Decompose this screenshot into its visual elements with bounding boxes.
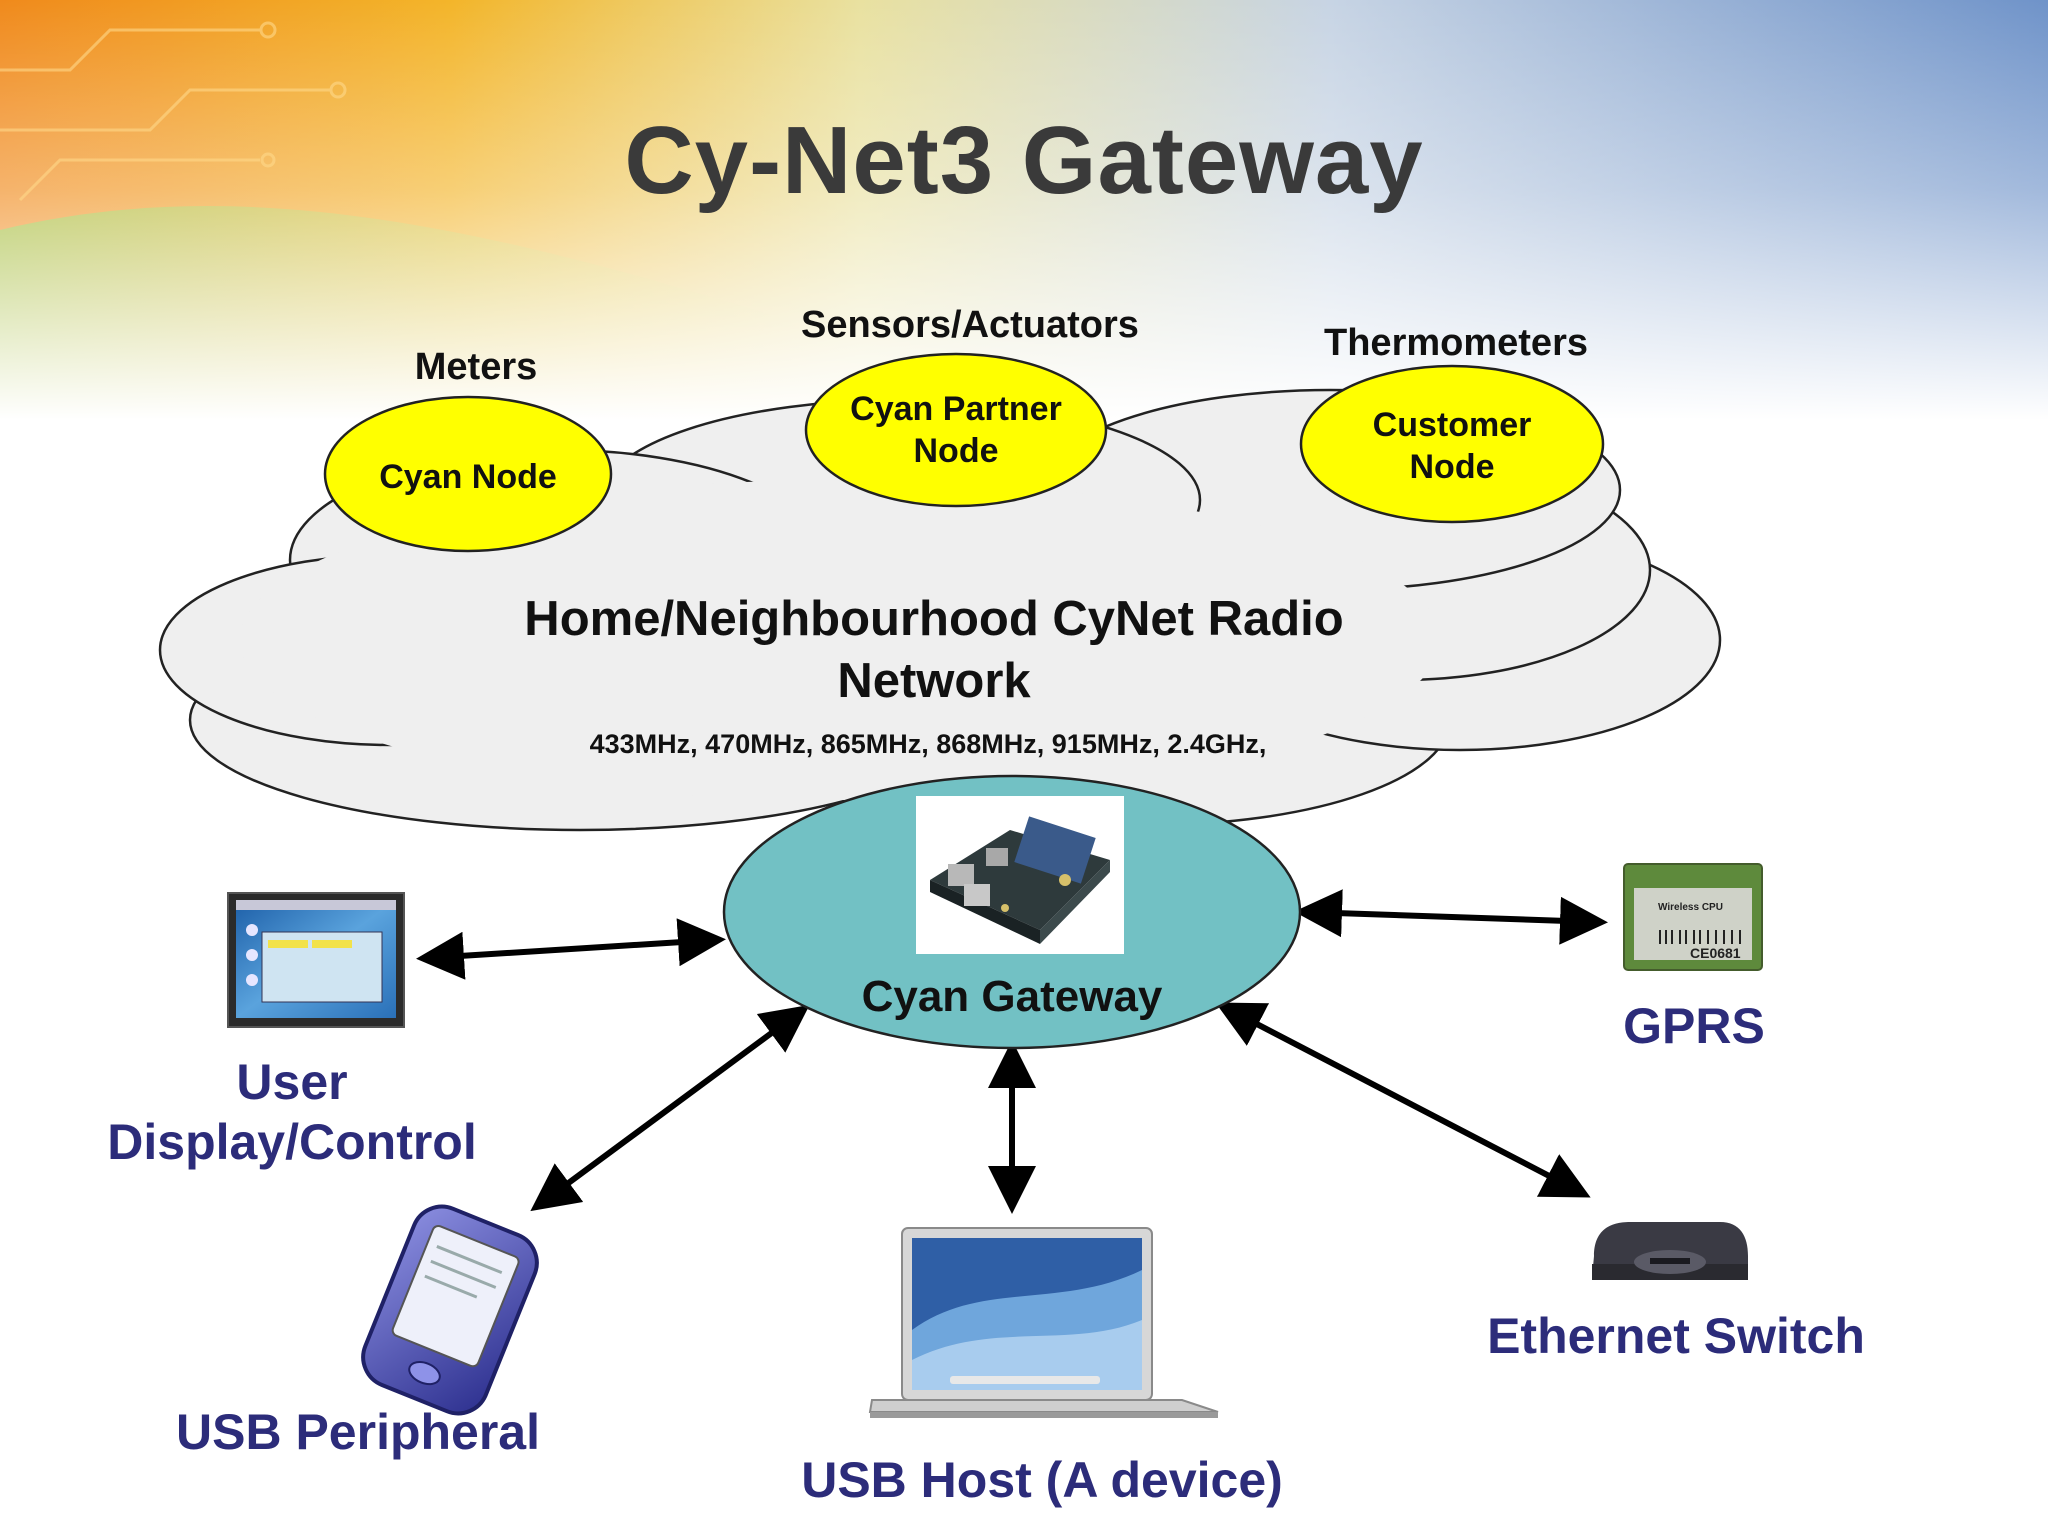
network-label: Home/Neighbourhood CyNet Radio Network (524, 588, 1343, 712)
cyan-partner-node-label: Cyan Partner Node (850, 388, 1062, 472)
cyan-partner-node-line1: Cyan Partner (850, 390, 1062, 428)
usb-host-laptop-image (868, 1227, 1219, 1418)
gprs-ce-mark: CE0681 (1690, 945, 1741, 961)
usb-peripheral-label: USB Peripheral (175, 1404, 541, 1460)
customer-node-label: Customer Node (1373, 404, 1532, 488)
cyan-gateway-label: Cyan Gateway (861, 972, 1163, 1021)
page-title: Cy-Net3 Gateway (624, 107, 1424, 214)
gprs-module-text: Wireless CPU (1658, 902, 1723, 913)
network-label-line1: Home/Neighbourhood CyNet Radio (524, 592, 1344, 646)
customer-node-line1: Customer (1372, 406, 1532, 444)
arrow-user-display (416, 918, 726, 980)
category-sensors-actuators: Sensors/Actuators (801, 304, 1139, 346)
customer-node-line2: Node (1409, 448, 1495, 486)
ethernet-switch-image (1592, 1222, 1748, 1280)
user-display-line2: Display/Control (107, 1114, 477, 1170)
usb-peripheral-phone-image (361, 1204, 539, 1416)
cyan-node-ellipse (323, 395, 613, 553)
cyan-partner-node-ellipse (804, 352, 1108, 508)
cyan-node-label: Cyan Node (379, 458, 557, 496)
arrow-ethernet-switch (1215, 1002, 1591, 1198)
cyan-partner-node-line2: Node (913, 432, 999, 470)
user-display-image (227, 892, 405, 1028)
user-display-line1: User (236, 1054, 348, 1110)
arrow-usb-peripheral (530, 1004, 810, 1212)
gateway-board-image (916, 796, 1124, 954)
customer-node-ellipse (1299, 364, 1605, 524)
category-meters: Meters (414, 346, 538, 388)
user-display-control-label: User Display/Control (107, 1052, 476, 1172)
network-frequencies: 433MHz, 470MHz, 865MHz, 868MHz, 915MHz, … (589, 729, 1267, 759)
category-thermometers: Thermometers (1324, 322, 1588, 364)
arrow-gprs (1294, 889, 1608, 945)
gprs-label: GPRS (1623, 998, 1765, 1054)
gprs-module-image: Wireless CPU CE0681 (1623, 863, 1763, 971)
ethernet-switch-label: Ethernet Switch (1487, 1308, 1865, 1364)
connection-arrows (416, 889, 1608, 1214)
usb-host-label: USB Host (A device) (801, 1452, 1283, 1508)
network-label-line2: Network (837, 654, 1031, 708)
